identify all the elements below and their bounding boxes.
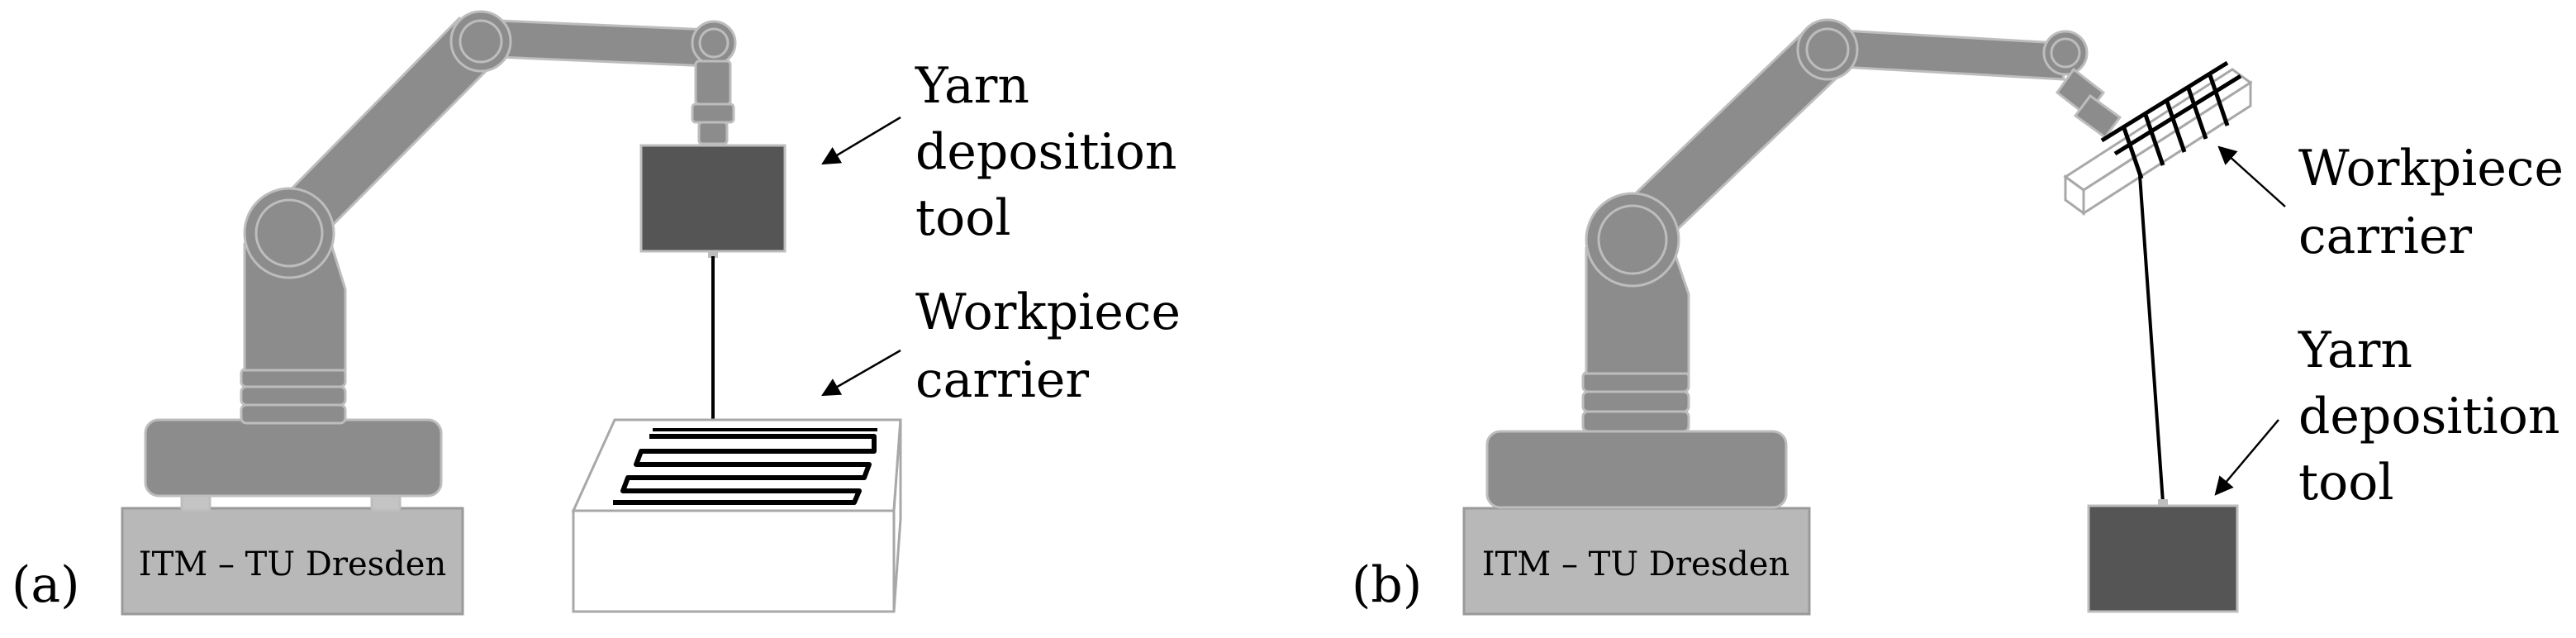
yarn-winding-b (2100, 60, 2242, 179)
carrier-arrow-a (821, 349, 901, 397)
pedestal-a-text: ITM – TU Dresden (139, 545, 446, 583)
pedestal-a (121, 507, 464, 616)
workpiece-carrier-a (571, 418, 902, 613)
robot-base-a (144, 418, 443, 498)
yarn-winding-a (613, 428, 877, 505)
shoulder-joint-b (1585, 192, 1680, 288)
robot-arm-b (1485, 18, 2122, 509)
panel-label-a: (a) (12, 556, 80, 614)
carrier-arrow-b (2217, 145, 2286, 207)
carrier-label-a: Workpiece carrier (915, 283, 1196, 409)
pedestal-b (1462, 507, 1811, 616)
robot-arm-a (144, 10, 737, 512)
yarn-deposition-tool-a (639, 144, 787, 253)
tool-label-a: Yarn deposition tool (915, 57, 1193, 247)
panel-label-b: (b) (1352, 556, 1422, 614)
pedestal-b-text: ITM – TU Dresden (1482, 545, 1789, 583)
panel-b: ITM – TU Dresden (1352, 18, 2576, 616)
tool-arrow-b (2214, 419, 2279, 496)
carrier-label-b: Workpiece carrier (2298, 140, 2576, 265)
tool-label-b: Yarn deposition tool (2298, 321, 2576, 512)
yarn-b (2138, 174, 2165, 503)
shoulder-joint-a (243, 187, 335, 279)
panel-a: ITM – TU Dresden (12, 10, 1196, 616)
yarn-deposition-tool-b (2087, 504, 2239, 613)
robot-base-b (1485, 430, 1788, 509)
tool-arrow-a (821, 116, 901, 165)
